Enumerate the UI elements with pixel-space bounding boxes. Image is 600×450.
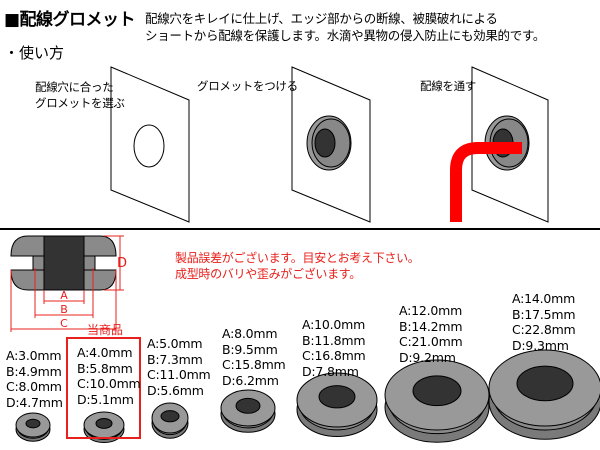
step-1-line-1: 配線穴に合った <box>35 80 114 94</box>
page-title: ■配線グロメット <box>4 10 136 30</box>
spec-d: D:7.8mm <box>302 363 359 379</box>
grommet-5 <box>296 372 378 437</box>
dimension-d-label: D <box>117 256 127 271</box>
spec-d: D:5.1mm <box>77 391 134 407</box>
step-1-caption: 配線穴に合った グロメットを選ぶ <box>35 79 125 111</box>
spec-b: B:5.8mm <box>77 360 133 376</box>
spec-b: B:9.5mm <box>222 341 278 357</box>
spec-b: B:17.5mm <box>512 306 576 322</box>
spec-c: C:15.8mm <box>222 357 286 372</box>
spec-b: B:14.2mm <box>399 318 463 334</box>
spec-a: A:3.0mm <box>6 348 62 363</box>
dimension-c-label: C <box>60 317 68 330</box>
spec-a: A:5.0mm <box>147 336 203 351</box>
step-3-caption: 配線を通す <box>420 79 476 93</box>
usage-heading: ・使い方 <box>4 44 65 62</box>
spec-c: C:8.0mm <box>6 379 62 394</box>
description-line-2: ショートから配線を保護します。水滴や異物の侵入防止にも効果的です。 <box>145 28 546 43</box>
spec-d: D:9.2mm <box>399 349 456 365</box>
spec-c: C:11.0mm <box>147 367 211 382</box>
spec-c: C:16.8mm <box>302 348 366 363</box>
spec-a: A:8.0mm <box>222 326 278 341</box>
spec-a: A:14.0mm <box>512 291 576 306</box>
spec-b: B:7.3mm <box>147 351 203 367</box>
current-product-label: 当商品 <box>87 323 124 337</box>
grommet-3 <box>151 402 189 439</box>
cross-section-diagram: A B C D <box>10 235 127 332</box>
spec-a: A:12.0mm <box>399 303 463 318</box>
description-line-1: 配線穴をキレイに仕上げ、エッジ部からの断線、被膜破れによる <box>145 11 498 26</box>
grommet-2 <box>83 411 125 444</box>
step-2-caption: グロメットをつける <box>197 79 298 93</box>
spec-d: D:9.3mm <box>512 337 569 353</box>
spec-a: A:4.0mm <box>77 345 133 360</box>
spec-b: B:4.9mm <box>6 363 62 379</box>
grommet-4 <box>220 389 276 433</box>
spec-c: C:10.0mm <box>77 376 141 391</box>
sheet-step-1 <box>110 66 190 223</box>
grommet-size-lineup <box>15 349 600 444</box>
current-product-highlight <box>66 337 141 439</box>
spec-c: C:21.0mm <box>399 334 463 349</box>
spec-d: D:4.7mm <box>6 394 63 410</box>
dimension-b-label: B <box>60 303 68 316</box>
dimension-a-label: A <box>60 289 68 302</box>
grommet-7 <box>488 349 600 440</box>
note-line-1: 製品誤差がございます。目安とお考え下さい。 <box>175 251 420 265</box>
note-line-2: 成型時のバリや歪みがございます。 <box>175 267 362 281</box>
sheet-step-2 <box>291 66 371 223</box>
spec-c: C:22.8mm <box>512 322 576 337</box>
sheet-step-3 <box>450 66 549 223</box>
grommet-6 <box>384 359 490 443</box>
spec-b: B:11.8mm <box>302 332 366 348</box>
step-1-line-2: グロメットを選ぶ <box>35 96 125 110</box>
spec-d: D:5.6mm <box>147 382 204 398</box>
grommet-1 <box>15 412 51 442</box>
wire <box>450 142 522 222</box>
spec-d: D:6.2mm <box>222 372 279 388</box>
wiring-hole <box>133 124 165 168</box>
spec-a: A:10.0mm <box>302 317 366 332</box>
